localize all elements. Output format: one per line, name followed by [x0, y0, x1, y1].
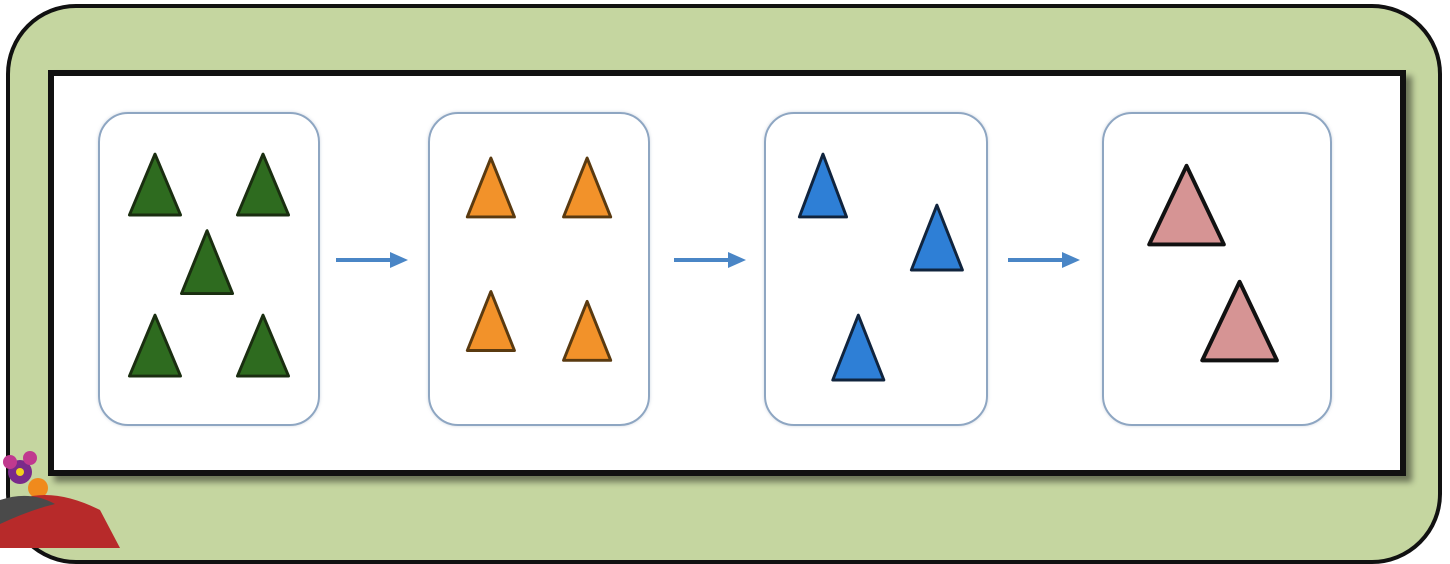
- green-triangle: [127, 152, 182, 217]
- diagram-panel: [48, 70, 1406, 476]
- green-triangle: [127, 313, 182, 378]
- arrow-icon: [336, 252, 408, 268]
- pink-triangle: [1200, 279, 1279, 363]
- green-triangle: [236, 313, 291, 378]
- pink-triangles: [1147, 163, 1279, 363]
- blue-triangle: [909, 203, 964, 272]
- green-triangle: [236, 152, 291, 217]
- orange-triangle: [562, 156, 613, 219]
- blue-triangle: [797, 152, 849, 219]
- arrow-icon: [674, 252, 746, 268]
- pink-triangle: [1147, 163, 1226, 247]
- mascot-illustration: [0, 451, 120, 548]
- orange-triangle: [465, 156, 516, 219]
- group-box-blue: [764, 112, 988, 426]
- blue-triangle: [831, 313, 886, 382]
- orange-triangle: [465, 290, 516, 352]
- group-box-orange: [428, 112, 650, 426]
- group-box-pink: [1102, 112, 1332, 426]
- green-triangles: [127, 152, 291, 378]
- group-box-green: [98, 112, 320, 426]
- arrow-icon: [1008, 252, 1080, 268]
- green-triangle: [180, 229, 235, 296]
- blue-triangles: [797, 152, 964, 382]
- orange-triangles: [465, 156, 613, 362]
- orange-triangle: [562, 299, 613, 362]
